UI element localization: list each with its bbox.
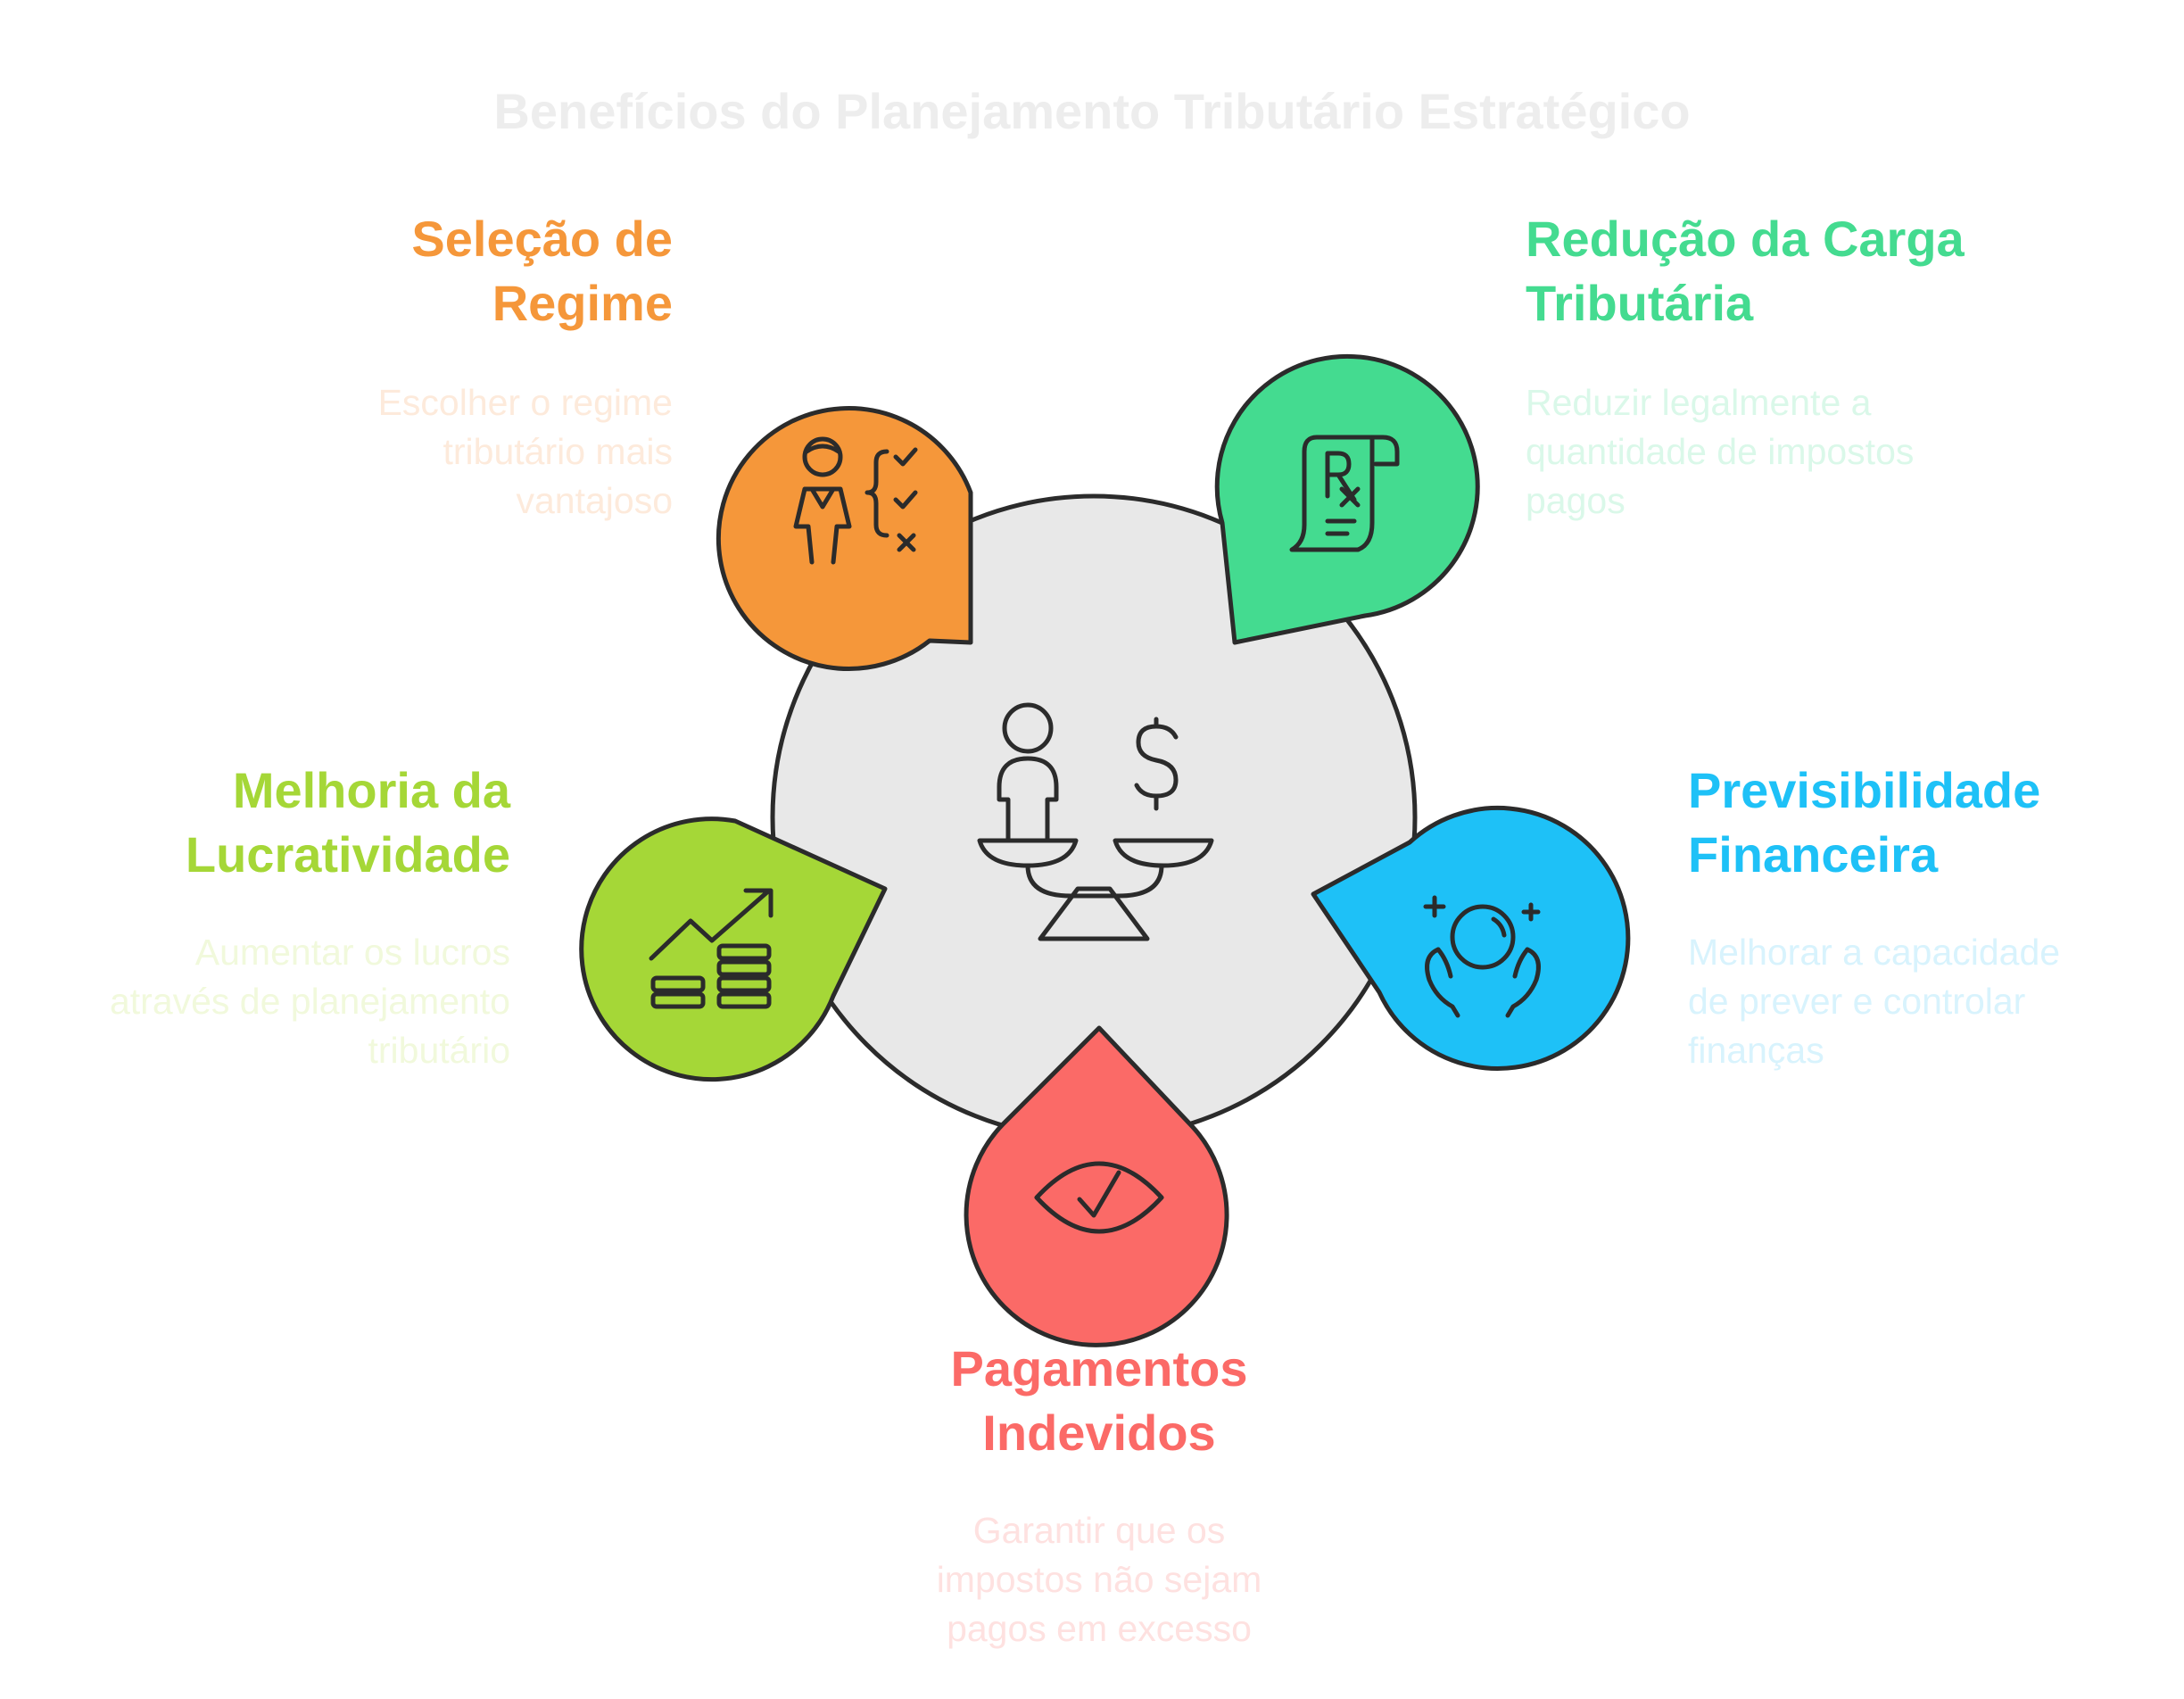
selecao-description: Escolher o regime tributário mais vantaj… bbox=[377, 382, 673, 521]
crystal-ball-hands-icon bbox=[1423, 895, 1541, 1018]
growth-chart-coins-icon bbox=[649, 888, 774, 1009]
lucratividade-node bbox=[579, 816, 888, 1082]
previsibilidade-node bbox=[1311, 805, 1631, 1071]
lucratividade-description: Aumentar os lucros através de planejamen… bbox=[109, 932, 510, 1071]
person-checklist-icon bbox=[793, 436, 918, 565]
pagamentos-description: Garantir que os impostos não sejam pagos… bbox=[936, 1510, 1262, 1649]
previsibilidade-description: Melhorar a capacidade de prever e contro… bbox=[1688, 932, 2061, 1071]
reducao-title: Redução da Carga Tributária bbox=[1526, 211, 1965, 331]
reducao-description: Reduzir legalmente a quantidade de impos… bbox=[1526, 382, 1915, 521]
pagamentos-node bbox=[964, 1025, 1229, 1347]
pagamentos-title: Pagamentos Indevidos bbox=[950, 1340, 1248, 1461]
previsibilidade-title: Previsibilidade Financeira bbox=[1688, 762, 2041, 883]
selecao-node bbox=[716, 406, 973, 671]
diagram-title: Benefícios do Planejamento Tributário Es… bbox=[493, 83, 1691, 139]
selecao-title: Seleção de Regime bbox=[411, 211, 673, 331]
person-money-scale-icon bbox=[977, 702, 1214, 941]
lucratividade-title: Melhoria da Lucratividade bbox=[185, 762, 510, 883]
reducao-node bbox=[1214, 353, 1480, 645]
eye-check-icon bbox=[1034, 1161, 1164, 1234]
prescription-receipt-icon bbox=[1289, 435, 1400, 552]
